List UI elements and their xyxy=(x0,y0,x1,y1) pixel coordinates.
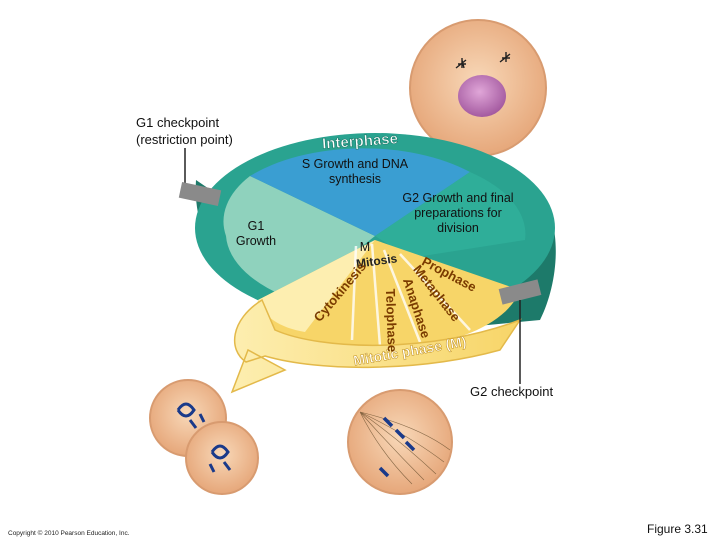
g1-checkpoint-marker xyxy=(178,148,222,206)
s-phase-label: S Growth and DNA synthesis xyxy=(301,157,409,186)
g2-checkpoint-marker xyxy=(498,279,542,384)
interphase-ring-label: Interphase xyxy=(322,130,399,152)
metaphase-cell xyxy=(347,389,453,495)
mitotic-phase-wedge xyxy=(257,240,520,348)
copyright-text: Copyright © 2010 Pearson Education, Inc. xyxy=(8,530,130,537)
mitosis-label: Mitosis xyxy=(355,251,398,271)
g1-checkpoint-label: G1 checkpoint (restriction point) xyxy=(136,115,233,147)
telophase-label: Telophase xyxy=(383,288,400,352)
interphase-cell xyxy=(409,19,547,157)
telophase-cells xyxy=(149,379,259,495)
g2-checkpoint-label: G2 checkpoint xyxy=(470,384,554,399)
cytokinesis-arrow xyxy=(230,298,522,394)
figure-number: Figure 3.31 xyxy=(647,522,708,536)
m-label: M xyxy=(359,240,371,254)
g1-phase-label: G1 Growth xyxy=(235,219,277,248)
g2-phase-label: G2 Growth and final preparations for div… xyxy=(402,191,514,235)
